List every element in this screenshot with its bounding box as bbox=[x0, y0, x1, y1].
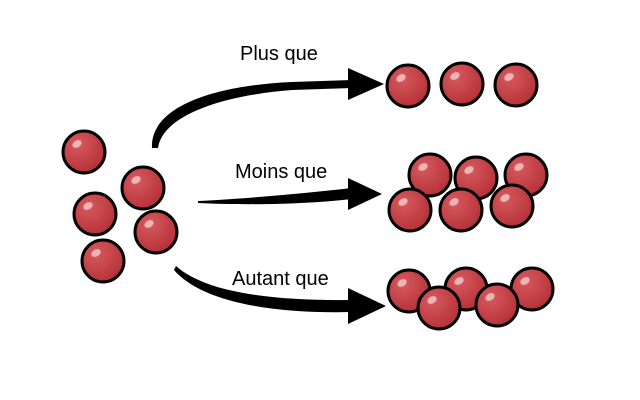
equal-ball-group bbox=[386, 266, 555, 331]
less-ball-group bbox=[387, 152, 549, 233]
label-equal: Autant que bbox=[232, 268, 329, 290]
arrow-equal-head bbox=[348, 288, 386, 324]
source-ball-group bbox=[61, 129, 179, 284]
more-ball bbox=[385, 63, 431, 109]
arrow-less bbox=[198, 178, 382, 210]
more-ball-group bbox=[385, 61, 539, 109]
less-ball bbox=[387, 187, 433, 233]
arrow-less-head bbox=[348, 178, 382, 210]
arrow-equal-shaft bbox=[174, 266, 352, 313]
less-ball bbox=[489, 183, 535, 229]
label-more: Plus que bbox=[240, 43, 318, 65]
source-ball bbox=[61, 129, 107, 175]
arrow-more bbox=[151, 68, 384, 148]
source-ball bbox=[72, 191, 118, 237]
less-ball bbox=[438, 187, 484, 233]
arrow-more-shaft bbox=[151, 80, 352, 148]
equal-ball bbox=[416, 285, 462, 331]
source-ball bbox=[80, 238, 126, 284]
arrow-less-shaft bbox=[198, 188, 352, 205]
equal-ball bbox=[474, 282, 520, 328]
label-less: Moins que bbox=[235, 161, 327, 183]
arrow-more-head bbox=[348, 68, 384, 100]
source-ball bbox=[133, 209, 179, 255]
less-ball bbox=[407, 152, 453, 198]
arrow-equal bbox=[174, 266, 386, 324]
more-ball bbox=[493, 62, 539, 108]
more-ball bbox=[439, 61, 485, 107]
source-ball bbox=[120, 165, 166, 211]
